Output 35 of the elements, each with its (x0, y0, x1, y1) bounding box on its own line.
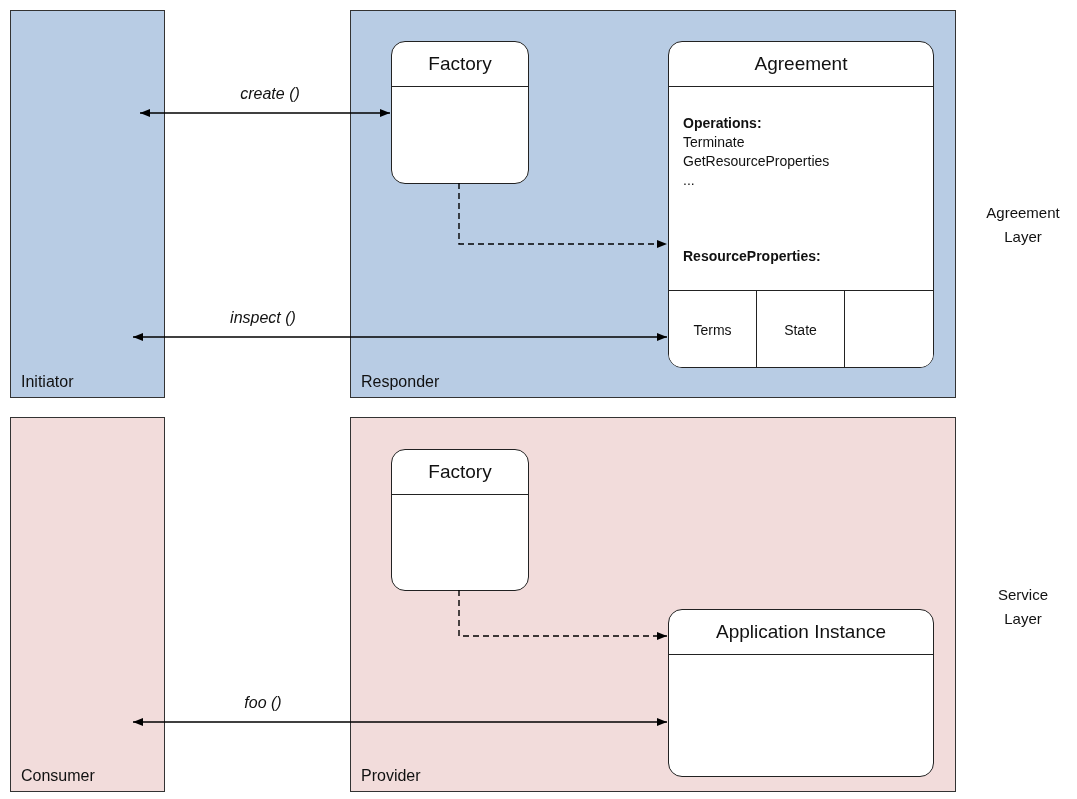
property-cell (669, 290, 757, 367)
operation-name: ... (683, 171, 695, 190)
property-name: State (784, 322, 817, 338)
swimlane (10, 417, 165, 792)
swimlane (350, 10, 956, 398)
object-title: Factory (428, 461, 492, 483)
edge-label: foo () (244, 694, 282, 712)
swimlane (10, 10, 165, 398)
dashed-arrow (458, 589, 668, 640)
layer-label: Service Layer (997, 585, 1049, 629)
object-box (668, 609, 934, 777)
section-heading: Operations: (683, 114, 762, 133)
lane-label: Responder (361, 373, 440, 391)
object-box (668, 41, 934, 368)
lane-label: Initiator (21, 373, 74, 391)
object-box (391, 41, 529, 184)
section-heading: ResourceProperties: (683, 247, 821, 266)
operation-name: GetResourceProperties (683, 152, 830, 171)
object-title: Factory (428, 53, 492, 75)
object-title: Application Instance (715, 621, 887, 643)
layer-label: Agreement Layer (985, 203, 1061, 247)
property-name: Terms (693, 322, 732, 338)
dashed-arrow (458, 182, 668, 248)
object-box (391, 449, 529, 591)
double-arrow (139, 109, 391, 117)
edge-label: inspect () (230, 309, 296, 327)
operation-name: Terminate (683, 133, 745, 152)
property-cell (757, 290, 845, 367)
double-arrow (132, 333, 668, 341)
lane-label: Consumer (21, 767, 95, 785)
lane-label: Provider (361, 767, 421, 785)
swimlane (350, 417, 956, 792)
object-title: Agreement (754, 53, 848, 75)
edge-label: create () (240, 85, 300, 103)
double-arrow (132, 718, 668, 726)
